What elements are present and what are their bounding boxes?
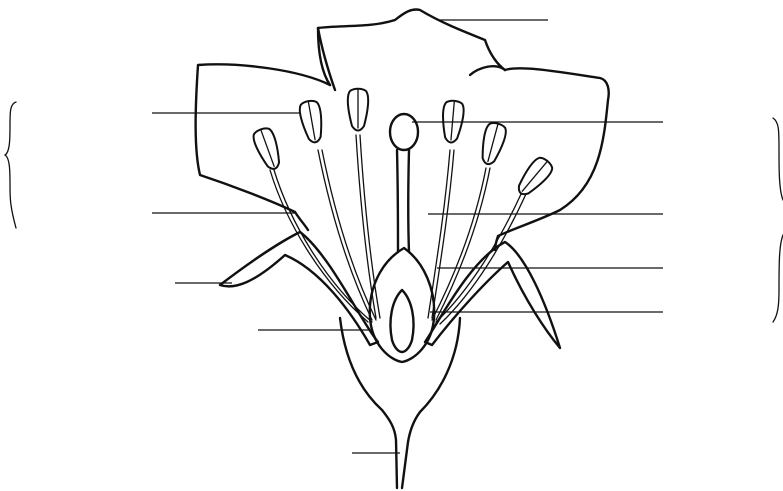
stigma <box>390 114 418 150</box>
bracket-right-upper <box>773 118 783 200</box>
bracket-left <box>5 102 16 228</box>
filament-4b <box>432 150 454 318</box>
style <box>397 150 409 252</box>
bracket-right-lower <box>773 235 783 322</box>
petal-top <box>318 9 505 85</box>
anther-1 <box>251 126 284 172</box>
filament-5b <box>436 168 490 320</box>
petal-right-fold <box>470 66 505 75</box>
anther-group <box>251 89 555 200</box>
anther-3 <box>348 89 368 131</box>
anther-6 <box>513 155 555 200</box>
filament-1b <box>274 170 372 322</box>
filament-1 <box>270 170 368 322</box>
anther-2 <box>298 99 325 144</box>
ovary-inner <box>390 290 413 352</box>
sepal-left <box>220 232 378 345</box>
ovary-outer <box>370 248 434 362</box>
anther-5 <box>477 121 507 167</box>
